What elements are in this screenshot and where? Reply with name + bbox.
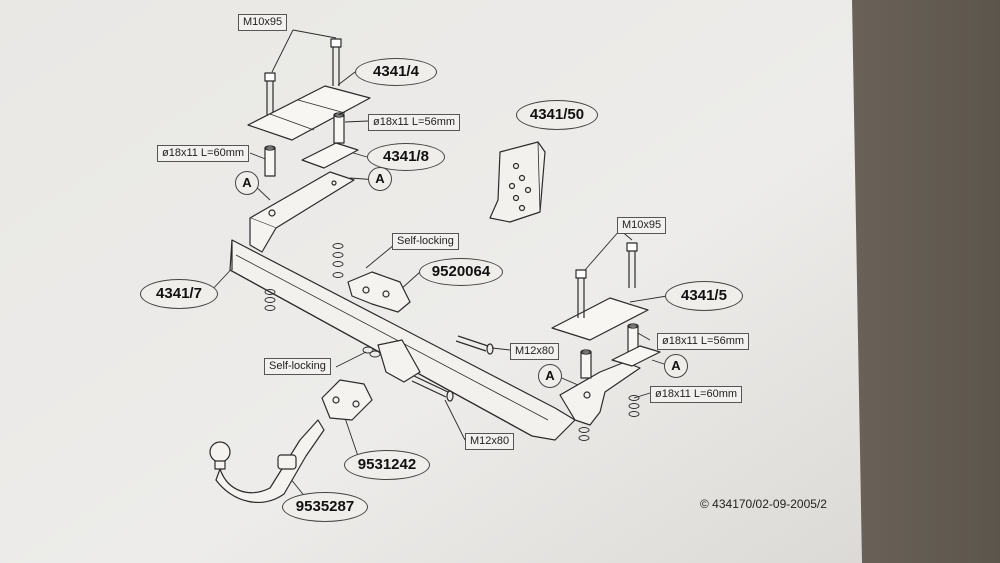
label-diameter-60-left: ø18x11 L=60mm <box>157 145 250 162</box>
plate-4341-5 <box>551 297 649 341</box>
label-m12x80-bottom: M12x80 <box>465 433 515 450</box>
callout-a-top: A <box>368 167 392 191</box>
spacer-tube-left <box>264 145 276 177</box>
nuts-and-washers <box>264 243 640 441</box>
label-diameter-56-top: ø18x11 L=56mm <box>368 114 461 131</box>
label-m12x80-right: M12x80 <box>510 343 560 360</box>
spacer-tube-right-2 <box>580 349 592 379</box>
callout-a-right: A <box>664 354 688 378</box>
bolt-m12x80-lower <box>411 375 454 402</box>
center-bracket <box>377 339 421 383</box>
callout-a-left: A <box>235 171 259 195</box>
right-mounting-bracket <box>559 361 641 426</box>
bolt-right-top <box>330 38 342 86</box>
spacer-tube-top <box>333 112 345 144</box>
part-4341-4: 4341/4 <box>355 58 437 86</box>
wiring-bracket-4341-50 <box>489 141 546 223</box>
part-4341-5: 4341/5 <box>665 281 743 311</box>
part-9531242: 9531242 <box>344 450 430 480</box>
label-m10x95-top: M10x95 <box>238 14 288 31</box>
plate-4341-8 <box>301 142 359 169</box>
part-4341-7: 4341/7 <box>140 279 218 309</box>
part-9535287: 9535287 <box>282 492 368 522</box>
label-diameter-60-right: ø18x11 L=60mm <box>650 386 743 403</box>
part-4341-8: 4341/8 <box>367 143 445 171</box>
copyright-notice: © 434170/02-09-2005/2 <box>700 497 827 511</box>
label-self-locking-left: Self-locking <box>264 358 331 375</box>
label-m10x95-right: M10x95 <box>617 217 667 234</box>
neck-bracket-9531242 <box>321 379 373 421</box>
plate-right-small <box>611 345 661 367</box>
bolt-right-b <box>626 242 638 288</box>
bolt-right-a <box>575 269 587 318</box>
tow-ball-arm-9535287 <box>209 419 325 503</box>
callout-a-lower: A <box>538 364 562 388</box>
background-fabric <box>850 0 1000 563</box>
part-4341-50: 4341/50 <box>516 100 598 130</box>
label-self-locking-top: Self-locking <box>392 233 459 250</box>
label-diameter-56-right: ø18x11 L=56mm <box>657 333 750 350</box>
bolt-m12x80-upper <box>455 335 494 355</box>
part-9520064: 9520064 <box>419 258 503 286</box>
socket-plate-9520064 <box>347 271 411 313</box>
plate-4341-4 <box>247 85 371 141</box>
